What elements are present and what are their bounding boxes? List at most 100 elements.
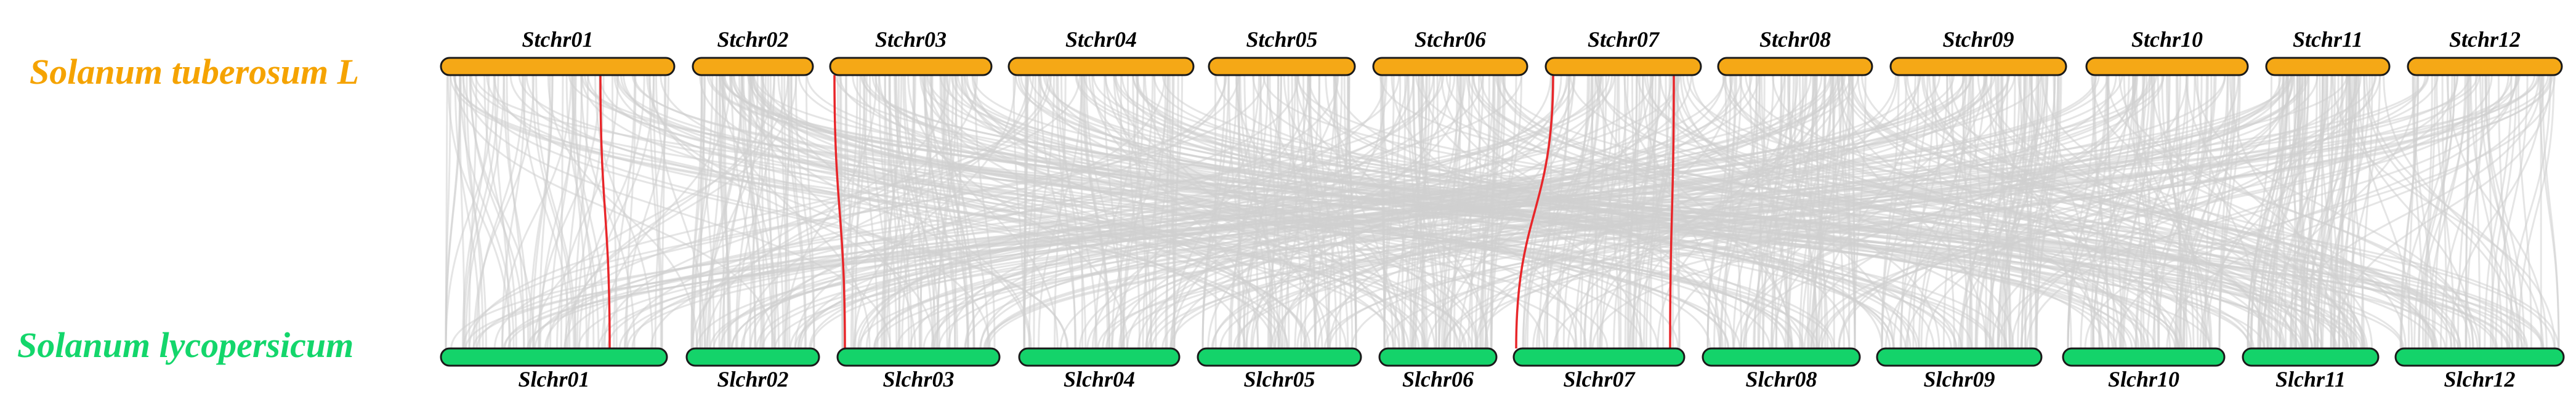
top-chromosome-label: Stchr08: [1759, 27, 1831, 52]
background-link: [2424, 74, 2433, 349]
background-link: [2090, 74, 2110, 349]
top-chromosome-label: Stchr02: [717, 27, 788, 52]
bottom-chromosome-bar: [836, 347, 1001, 367]
background-link: [1787, 74, 1804, 349]
background-link: [743, 74, 780, 349]
background-link: [2484, 74, 2513, 349]
species-label-top: Solanum tuberosum L: [30, 52, 359, 92]
background-link: [2259, 74, 2298, 349]
background-link: [2218, 74, 2229, 349]
bottom-chromosome-bar: [2394, 347, 2565, 367]
bottom-chromosome-label: Slchr04: [1064, 367, 1135, 392]
highlighted-link-Stchr03-Slchr03: [833, 74, 846, 349]
background-link: [461, 74, 490, 349]
highlighted-link-Stchr01-Slchr01: [599, 74, 611, 349]
background-link: [719, 74, 871, 349]
background-link: [2332, 74, 2351, 349]
top-chromosome-bar: [440, 57, 676, 76]
background-link: [2067, 74, 2130, 349]
bottom-chromosome-label: Slchr05: [1243, 367, 1315, 392]
background-link: [936, 74, 955, 349]
background-link: [1799, 74, 1826, 349]
background-link: [2436, 74, 2455, 349]
background-link: [556, 74, 619, 349]
background-link: [1228, 74, 1246, 349]
background-link: [1574, 74, 1617, 349]
background-link: [1379, 74, 1386, 349]
background-link: [1623, 74, 1792, 349]
background-link: [1538, 74, 1570, 349]
background-link: [1076, 74, 2364, 349]
background-link: [1706, 74, 1737, 349]
top-chromosome-bar: [2085, 57, 2249, 76]
background-link: [531, 74, 575, 349]
background-link: [525, 74, 1289, 349]
top-chromosome-bar: [1544, 57, 1702, 76]
background-link: [963, 74, 1436, 349]
background-synteny-links: [445, 74, 2560, 349]
background-link: [749, 74, 1347, 349]
background-link: [565, 74, 600, 349]
background-link: [863, 74, 2497, 349]
background-link: [2247, 74, 2284, 349]
background-link: [1818, 74, 2509, 349]
top-chromosome-bar: [1717, 57, 1873, 76]
background-link: [850, 74, 868, 349]
background-link: [1637, 74, 2368, 349]
background-link: [650, 74, 1400, 349]
background-link: [475, 74, 525, 349]
background-link: [858, 74, 2288, 349]
background-link: [1632, 74, 1652, 349]
background-link: [447, 74, 511, 349]
background-link: [535, 74, 577, 349]
background-link: [2278, 74, 2287, 349]
background-link: [445, 74, 495, 349]
background-link: [626, 74, 637, 349]
bottom-chromosome-label: Slchr10: [2108, 367, 2179, 392]
background-link: [878, 74, 898, 349]
background-link: [2484, 74, 2526, 349]
background-link: [1884, 74, 2188, 349]
background-link: [2132, 74, 2145, 349]
background-link: [1472, 74, 2008, 349]
background-link: [1932, 74, 2479, 349]
background-link: [1294, 74, 1578, 349]
background-link: [2488, 74, 2494, 349]
top-chromosome-bar: [692, 57, 814, 76]
background-link: [706, 74, 979, 349]
background-link: [653, 74, 663, 349]
background-link: [1246, 74, 1280, 349]
background-link: [577, 74, 1955, 349]
background-link: [1060, 74, 1087, 349]
background-link: [1787, 74, 1818, 349]
bottom-chromosome-bar: [685, 347, 820, 367]
background-link: [1841, 74, 1856, 349]
background-link: [863, 74, 879, 349]
background-link: [1904, 74, 2354, 349]
top-chromosome-label: Stchr05: [1246, 27, 1317, 52]
background-link: [1102, 74, 1812, 349]
background-link: [888, 74, 901, 349]
background-link: [2175, 74, 2189, 349]
background-link: [767, 74, 773, 349]
background-link: [1059, 74, 1760, 349]
background-link: [469, 74, 535, 349]
background-link: [2020, 74, 2357, 349]
background-link: [1912, 74, 1934, 349]
top-chromosome-label: Stchr11: [2293, 27, 2363, 52]
background-link: [1484, 74, 1835, 349]
background-link: [2495, 74, 2529, 349]
background-link: [966, 74, 1659, 349]
background-link: [2194, 74, 2474, 349]
species-label-bottom: Solanum lycopersicum: [17, 325, 353, 365]
background-link: [563, 74, 797, 349]
background-link: [718, 74, 725, 349]
background-link: [1985, 74, 2056, 349]
background-link: [1442, 74, 1652, 349]
background-link: [1724, 74, 1743, 349]
top-chromosome-bar: [1208, 57, 1356, 76]
bottom-chromosome-label: Slchr07: [1563, 367, 1636, 392]
background-link: [690, 74, 706, 349]
background-link: [2433, 74, 2449, 349]
background-link: [938, 74, 2136, 349]
